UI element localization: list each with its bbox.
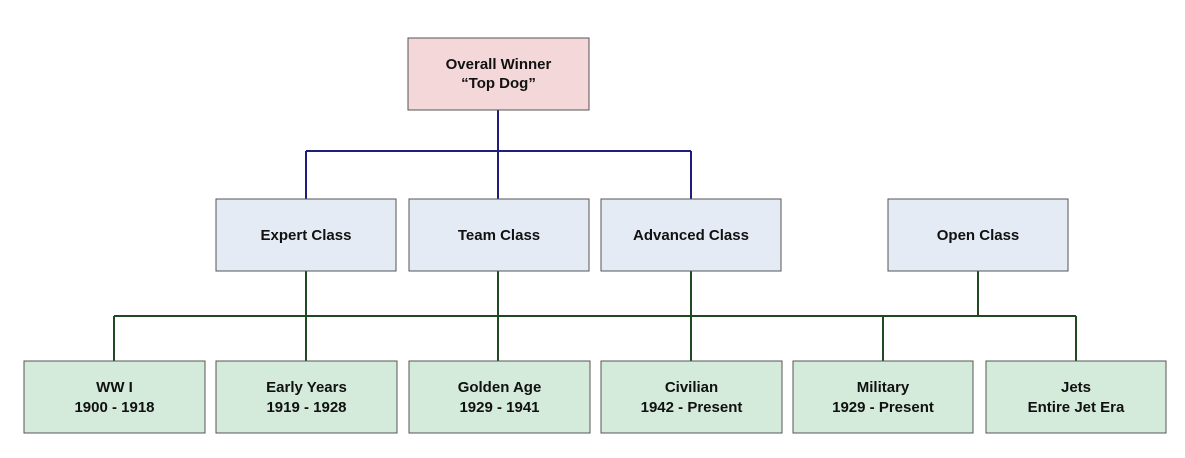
- era-node-box: [985, 360, 1167, 434]
- era-node-box: [215, 360, 398, 434]
- era-title: Golden Age: [458, 379, 542, 396]
- era-node-military: Military 1929 - Present: [792, 360, 974, 434]
- class-node-expert: Expert Class: [215, 198, 397, 272]
- era-title: Military: [857, 379, 910, 396]
- class-node-team: Team Class: [408, 198, 590, 272]
- class-node-box: [215, 198, 397, 272]
- era-node-box: [600, 360, 783, 434]
- class-node-box: [408, 198, 590, 272]
- era-node-box: [23, 360, 206, 434]
- top-node-line-1: Overall Winner: [446, 56, 552, 73]
- top-connectors: [305, 110, 692, 199]
- bottom-connectors: [113, 271, 1077, 361]
- era-years: 1919 - 1928: [266, 399, 346, 416]
- era-years: 1900 - 1918: [74, 399, 154, 416]
- top-node-box: [407, 37, 590, 111]
- era-years: 1929 - 1941: [459, 399, 539, 416]
- era-years: Entire Jet Era: [1028, 399, 1125, 416]
- era-node-early-years: Early Years 1919 - 1928: [215, 360, 398, 434]
- era-title: WW I: [96, 379, 133, 396]
- era-years: 1942 - Present: [641, 399, 743, 416]
- era-node-golden-age: Golden Age 1929 - 1941: [408, 360, 591, 434]
- top-node-line-2: “Top Dog”: [461, 75, 536, 92]
- era-years: 1929 - Present: [832, 399, 934, 416]
- top-node: Overall Winner “Top Dog”: [407, 37, 590, 111]
- class-node-advanced: Advanced Class: [600, 198, 782, 272]
- class-node-open: Open Class: [887, 198, 1069, 272]
- class-label-advanced: Advanced Class: [633, 227, 749, 244]
- era-title: Early Years: [266, 379, 347, 396]
- class-label-open: Open Class: [937, 227, 1020, 244]
- era-node-jets: Jets Entire Jet Era: [985, 360, 1167, 434]
- era-node-wwi: WW I 1900 - 1918: [23, 360, 206, 434]
- class-label-expert: Expert Class: [261, 227, 352, 244]
- era-title: Jets: [1061, 379, 1091, 396]
- era-node-civilian: Civilian 1942 - Present: [600, 360, 783, 434]
- class-label-team: Team Class: [458, 227, 540, 244]
- era-node-box: [792, 360, 974, 434]
- era-title: Civilian: [665, 379, 718, 396]
- class-node-box: [887, 198, 1069, 272]
- era-node-box: [408, 360, 591, 434]
- class-node-box: [600, 198, 782, 272]
